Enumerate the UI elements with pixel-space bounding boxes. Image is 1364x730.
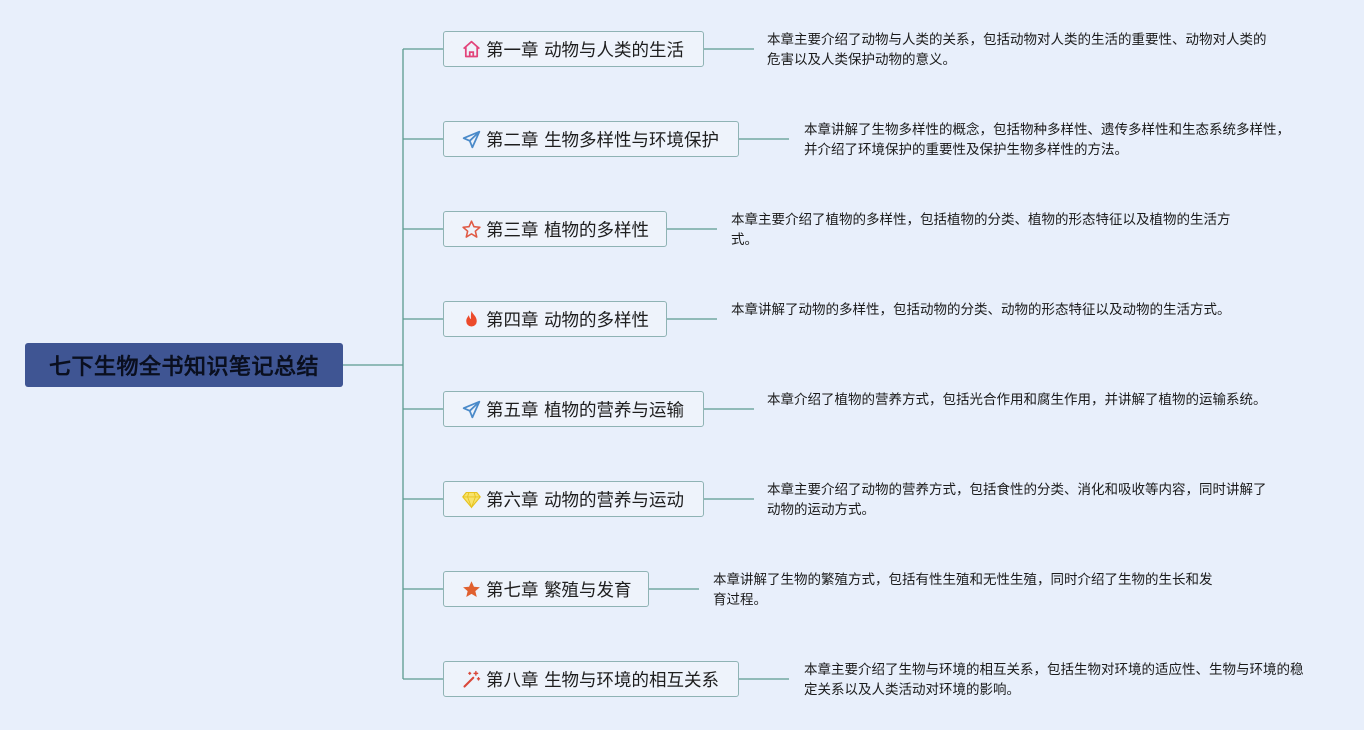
chapter-title: 第四章 动物的多样性 [486, 310, 650, 331]
chapter-node[interactable]: 第八章 生物与环境的相互关系 [443, 661, 739, 697]
flame-icon [460, 308, 482, 330]
chapter-title: 第一章 动物与人类的生活 [486, 40, 685, 61]
magic-wand-icon [460, 668, 482, 690]
chapter-description: 本章介绍了植物的营养方式，包括光合作用和腐生作用，并讲解了植物的运输系统。 [767, 392, 1267, 408]
chapter-node[interactable]: 第一章 动物与人类的生活 [443, 31, 704, 67]
chapter-node[interactable]: 第三章 植物的多样性 [443, 211, 667, 247]
diamond-icon [460, 488, 482, 510]
chapter-description: 本章讲解了生物的繁殖方式，包括有性生殖和无性生殖，同时介绍了生物的生长和发育过程… [713, 572, 1213, 608]
chapter-node[interactable]: 第七章 繁殖与发育 [443, 571, 649, 607]
star-outline-icon [460, 218, 482, 240]
chapter-node[interactable]: 第五章 植物的营养与运输 [443, 391, 704, 427]
chapter-description: 本章主要介绍了生物与环境的相互关系，包括生物对环境的适应性、生物与环境的稳定关系… [804, 662, 1304, 698]
chapter-description: 本章讲解了生物多样性的概念，包括物种多样性、遗传多样性和生态系统多样性，并介绍了… [804, 122, 1290, 158]
chapter-description: 本章主要介绍了动物与人类的关系，包括动物对人类的生活的重要性、动物对人类的危害以… [767, 32, 1267, 68]
chapter-node[interactable]: 第二章 生物多样性与环境保护 [443, 121, 739, 157]
chapter-description: 本章主要介绍了动物的营养方式，包括食性的分类、消化和吸收等内容，同时讲解了动物的… [767, 482, 1267, 518]
paper-plane-icon [460, 128, 482, 150]
chapter-title: 第七章 繁殖与发育 [486, 580, 632, 601]
chapter-title: 第六章 动物的营养与运动 [486, 490, 685, 511]
chapter-title: 第三章 植物的多样性 [486, 220, 650, 241]
house-icon [460, 38, 482, 60]
chapter-description: 本章讲解了动物的多样性，包括动物的分类、动物的形态特征以及动物的生活方式。 [731, 302, 1231, 318]
chapter-title: 第八章 生物与环境的相互关系 [486, 670, 720, 691]
chapter-description: 本章主要介绍了植物的多样性，包括植物的分类、植物的形态特征以及植物的生活方式。 [731, 212, 1231, 248]
chapter-title: 第五章 植物的营养与运输 [486, 400, 685, 421]
paper-plane-icon [460, 398, 482, 420]
chapter-title: 第二章 生物多样性与环境保护 [486, 130, 720, 151]
chapter-node[interactable]: 第四章 动物的多样性 [443, 301, 667, 337]
root-title: 七下生物全书知识笔记总结 [48, 355, 319, 380]
chapter-node[interactable]: 第六章 动物的营养与运动 [443, 481, 704, 517]
star-filled-icon [460, 578, 482, 600]
root-topic[interactable]: 七下生物全书知识笔记总结 [25, 343, 343, 387]
